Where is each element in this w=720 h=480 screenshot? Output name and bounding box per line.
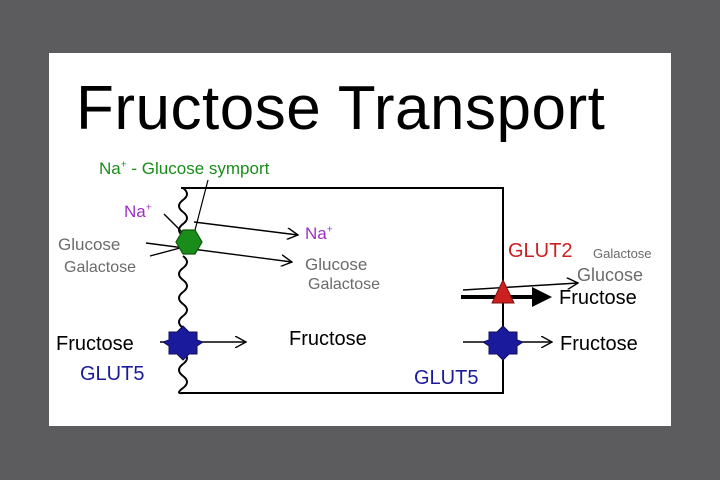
symport-label-charge: + <box>120 159 127 171</box>
glucose-flux-line <box>145 242 292 262</box>
fructose-left-label: Fructose <box>56 333 134 355</box>
glut2-protein-icon <box>491 278 515 304</box>
galactose-mid-label: Galactose <box>308 276 381 293</box>
glut5-left-label: GLUT5 <box>80 363 145 385</box>
galactose-right-label: Galactose <box>593 246 652 261</box>
galactose-entry-line <box>149 247 181 257</box>
sodium-right-label: Na+ <box>305 225 333 242</box>
fructose-center-label: Fructose <box>289 328 367 350</box>
fructose-right-top-label: Fructose <box>559 287 637 309</box>
slide-title: Fructose Transport <box>76 74 606 143</box>
slide-canvas <box>49 53 671 426</box>
glut5-basolateral-protein-icon <box>481 325 525 361</box>
glut5-right-label: GLUT5 <box>414 367 479 389</box>
galactose-left-label: Galactose <box>64 259 137 276</box>
sodium-left-charge: + <box>145 202 152 214</box>
glut5-apical-protein-icon <box>161 325 205 361</box>
fructose-right-bottom-label: Fructose <box>560 333 638 355</box>
sodium-right-symbol: Na <box>305 224 327 243</box>
glucose-mid-label: Glucose <box>305 255 368 274</box>
sodium-left-label: Na+ <box>124 203 152 220</box>
sodium-left-symbol: Na <box>124 202 146 221</box>
symport-label: Na+ - Glucose symport <box>99 160 269 177</box>
cell-wall-top <box>181 187 504 283</box>
glucose-right-label: Glucose <box>577 265 644 285</box>
sodium-right-charge: + <box>326 224 333 236</box>
symport-leader-line <box>193 179 209 235</box>
apical-membrane <box>178 187 188 395</box>
glucose-left-label: Glucose <box>58 235 121 254</box>
symport-label-na: Na <box>99 159 121 178</box>
na-flux-line <box>193 221 298 235</box>
symport-label-text: - Glucose symport <box>126 159 270 178</box>
glut2-sugar-arrow <box>462 283 578 291</box>
glut2-label: GLUT2 <box>508 240 573 262</box>
symport-protein-icon <box>175 229 203 255</box>
